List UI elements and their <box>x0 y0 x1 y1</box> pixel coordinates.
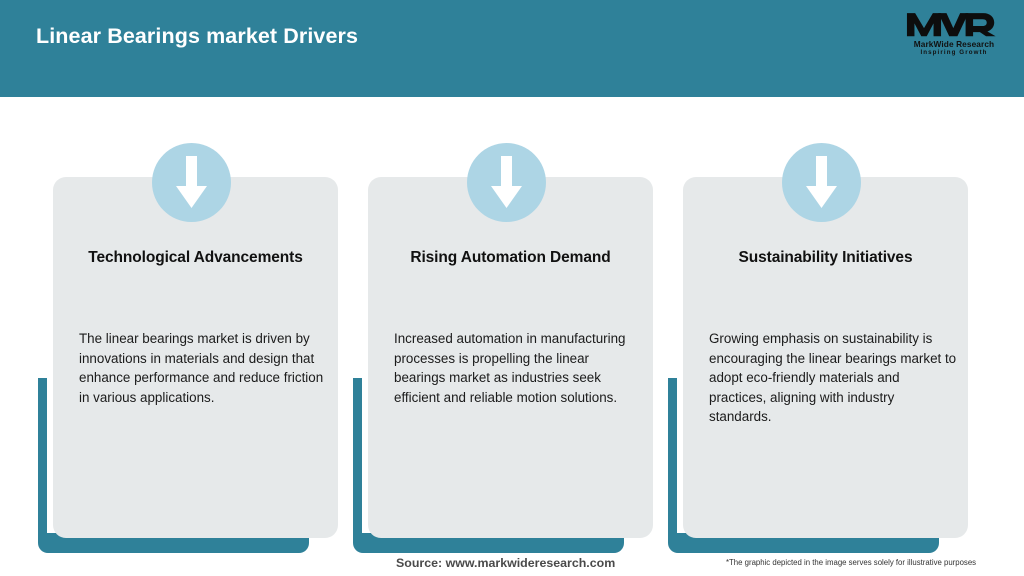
down-arrow-icon <box>152 143 231 222</box>
card-frame-left-bar <box>668 378 677 543</box>
logo-tagline: Inspiring Growth <box>920 49 988 56</box>
header-bar <box>0 0 1024 97</box>
driver-card-1[interactable]: Technological Advancements The linear be… <box>38 97 353 576</box>
card-panel: Technological Advancements The linear be… <box>53 177 338 538</box>
card-frame-bottom-bar <box>38 533 309 553</box>
driver-card-2[interactable]: Rising Automation Demand Increased autom… <box>353 97 668 576</box>
page-title: Linear Bearings market Drivers <box>36 24 359 48</box>
card-frame-left-bar <box>38 378 47 543</box>
card-body-text: The linear bearings market is driven by … <box>79 331 324 405</box>
card-heading: Technological Advancements <box>88 249 303 266</box>
card-panel: Rising Automation Demand Increased autom… <box>368 177 653 538</box>
card-heading: Sustainability Initiatives <box>738 249 913 266</box>
down-arrow-icon <box>782 143 861 222</box>
brand-logo: MarkWide Research Inspiring Growth <box>902 9 1006 61</box>
mwr-monogram-icon <box>906 13 996 37</box>
card-frame-left-bar <box>353 378 362 543</box>
footer-source-text: Source: www.markwideresearch.com <box>396 556 616 570</box>
driver-card-3[interactable]: Sustainability Initiatives Growing empha… <box>668 97 983 576</box>
card-frame-bottom-bar <box>668 533 939 553</box>
card-panel: Sustainability Initiatives Growing empha… <box>683 177 968 538</box>
card-frame-bottom-bar <box>353 533 624 553</box>
card-body-text: Increased automation in manufacturing pr… <box>394 331 626 405</box>
logo-company-name: MarkWide Research <box>913 39 995 49</box>
card-body-text: Growing emphasis on sustainability is en… <box>709 331 957 425</box>
footer-disclaimer-text: *The graphic depicted in the image serve… <box>726 558 977 567</box>
driver-cards-area: Technological Advancements The linear be… <box>0 97 1024 576</box>
down-arrow-icon <box>467 143 546 222</box>
card-heading: Rising Automation Demand <box>410 249 611 266</box>
